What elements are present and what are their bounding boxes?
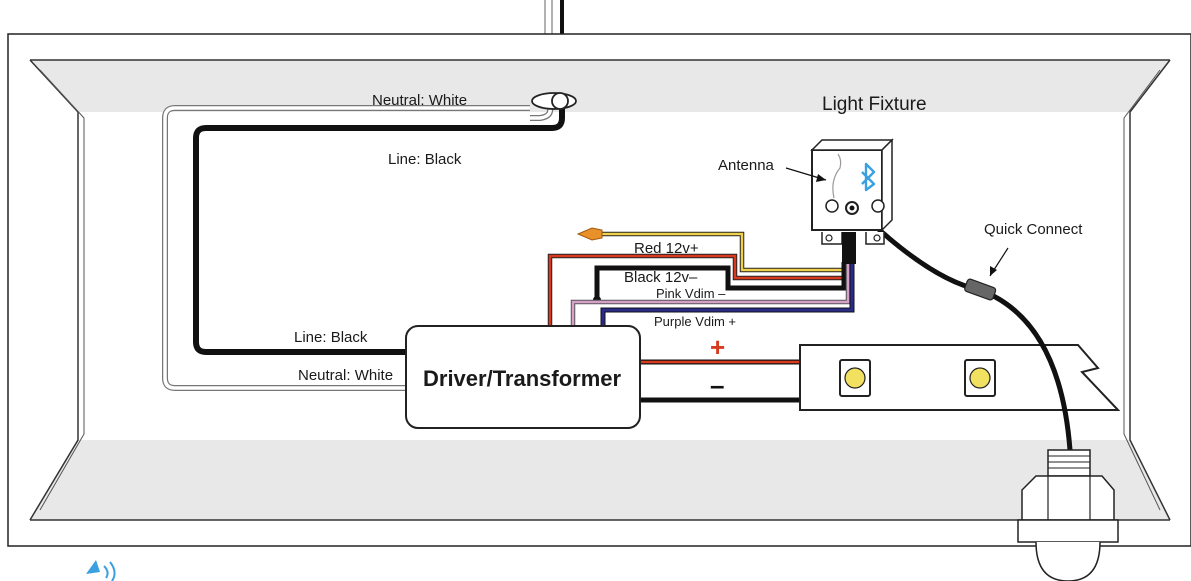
driver-output-wires [640,359,810,403]
light-fixture-title: Light Fixture [822,94,927,115]
quick-connect-label: Quick Connect [984,221,1083,238]
red-12v-label: Red 12v+ [634,240,699,257]
antenna-label: Antenna [718,157,775,174]
driver-transformer-label: Driver/Transformer [423,366,622,391]
wireless-signal-icon [86,560,116,581]
led-chip [964,359,996,397]
negative-symbol: – [710,370,724,400]
neutral-white-label-driver: Neutral: White [298,367,393,384]
sensor-cable [856,208,1073,451]
leader-arrows [785,167,1009,277]
purple-vdim-label: Purple Vdim + [654,314,736,329]
line-black-label-driver: Line: Black [294,329,368,346]
line-black-wire [193,96,565,355]
bluetooth-controller [810,138,894,264]
motion-sensor [1017,449,1119,581]
bluetooth-icon [861,162,876,192]
driver-transformer-box [405,325,641,429]
neutral-white-label-top: Neutral: White [372,92,467,109]
led-chip [839,359,871,397]
quick-connect-plug [964,278,997,301]
pink-vdim-label: Pink Vdim – [656,286,726,301]
wire-junction [531,92,577,110]
low-voltage-wires [547,227,855,326]
led-strip [799,344,1121,411]
ceiling-conduit [544,0,564,34]
positive-symbol: + [710,332,725,362]
black-12v-label: Black 12v– [624,269,698,286]
line-black-label-top: Line: Black [388,151,462,168]
